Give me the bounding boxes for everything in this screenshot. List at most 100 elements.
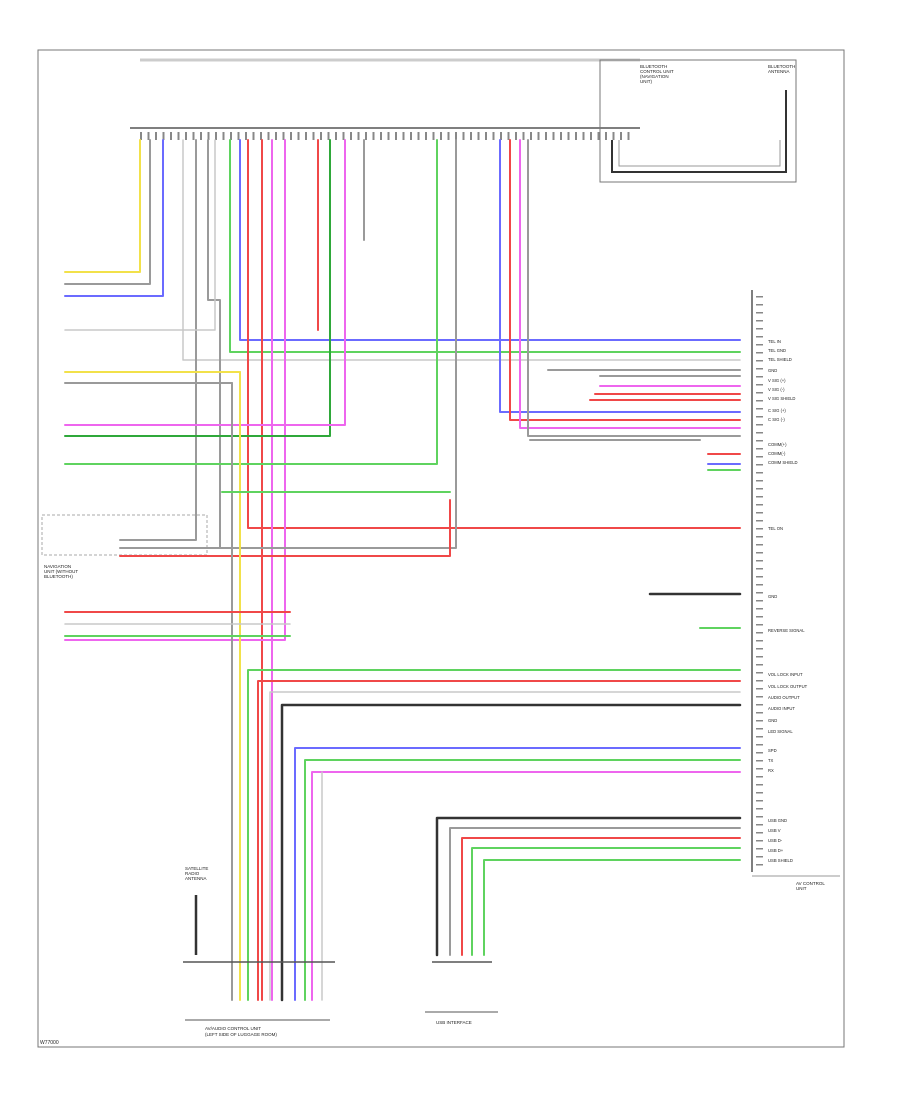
right-pin — [756, 816, 763, 818]
right-pin — [756, 592, 763, 594]
right-pin — [756, 584, 763, 586]
right-pin — [756, 624, 763, 626]
top-pin — [605, 132, 607, 140]
wire-gray — [207, 139, 457, 549]
top-pin — [312, 132, 315, 140]
right-pin — [756, 712, 763, 714]
right-pin-label: C SIG (-) — [768, 417, 785, 422]
bottom-center-component-label: AV/AUDIO CONTROL UNIT(LEFT SIDE OF LUGGA… — [205, 1026, 277, 1037]
right-pin — [756, 400, 763, 402]
top-pin — [245, 132, 247, 140]
right-pin — [756, 312, 763, 314]
right-pin — [756, 560, 763, 562]
top-pin — [560, 132, 562, 140]
right-pin-label: USB GND — [768, 818, 787, 823]
right-pin-label: USB SHIELD — [768, 858, 793, 863]
right-pin-label: USB D- — [768, 838, 783, 843]
right-pin-label: COMM(+) — [768, 442, 787, 447]
top-pin — [462, 132, 465, 140]
top-pin — [500, 132, 502, 140]
top-pin — [597, 132, 600, 140]
wire-green — [304, 759, 741, 1001]
top-pin — [447, 132, 450, 140]
right-pin — [756, 656, 763, 658]
right-pin — [756, 776, 763, 778]
right-pin — [756, 576, 763, 578]
top-pin — [140, 132, 142, 140]
right-pin-label: TEL SHIELD — [768, 357, 792, 362]
top-pin — [552, 132, 555, 140]
right-pin — [756, 352, 763, 354]
right-pin — [756, 768, 763, 770]
right-pin-label: TEL ON — [768, 526, 783, 531]
right-pin — [756, 784, 763, 786]
right-pin-label: VOL LOCK INPUT — [768, 672, 803, 677]
top-pin — [320, 132, 322, 140]
wire-gray — [449, 827, 741, 956]
right-pin — [756, 744, 763, 746]
right-pin — [756, 672, 763, 674]
right-pin — [756, 528, 763, 530]
top-pin — [627, 132, 630, 140]
top-pin — [327, 132, 330, 140]
bluetooth-box — [599, 59, 797, 183]
wire-red — [461, 837, 741, 956]
top-pin — [215, 132, 217, 140]
right-pin — [756, 800, 763, 802]
wire-dark_green — [64, 139, 331, 437]
right-pin-label: REVERSE SIGNAL — [768, 628, 805, 633]
right-pin — [756, 664, 763, 666]
right-pin — [756, 848, 763, 850]
top-pin — [305, 132, 307, 140]
wire-magenta — [64, 139, 346, 426]
right-pin — [756, 472, 763, 474]
top-pin — [402, 132, 405, 140]
top-pin — [357, 132, 360, 140]
right-pin — [756, 696, 763, 698]
right-pin — [756, 376, 763, 378]
right-pin-label: TEL GND — [768, 348, 786, 353]
wire-green — [483, 859, 741, 956]
right-pin — [756, 432, 763, 434]
top-pin — [612, 132, 615, 140]
top-pin — [395, 132, 397, 140]
top-pin — [185, 132, 187, 140]
top-pin — [522, 132, 525, 140]
top-pin — [207, 132, 210, 140]
top-pin — [230, 132, 232, 140]
right-pin — [756, 440, 763, 442]
right-pin — [756, 480, 763, 482]
right-pin — [756, 736, 763, 738]
usb-interface-label: USB INTERFACE — [436, 1020, 472, 1025]
top-pin — [387, 132, 390, 140]
top-pin — [575, 132, 577, 140]
right-pin-label: V SIG (+) — [768, 378, 786, 383]
wire-red — [247, 139, 741, 529]
right-pin — [756, 448, 763, 450]
wire-light_gray — [269, 691, 741, 1001]
diagram-frame — [37, 49, 845, 1048]
top-pin — [365, 132, 367, 140]
right-pin — [756, 792, 763, 794]
top-pin — [455, 132, 457, 140]
top-pin — [477, 132, 480, 140]
right-pin — [756, 544, 763, 546]
wire-gray — [64, 139, 151, 285]
right-pin-label: RX — [768, 768, 774, 773]
top-pin — [192, 132, 195, 140]
top-pin — [515, 132, 517, 140]
right-pin — [756, 840, 763, 842]
right-pin — [756, 808, 763, 810]
right-pin — [756, 344, 763, 346]
right-pin — [756, 688, 763, 690]
wire-gray — [119, 139, 221, 549]
right-pin — [756, 320, 763, 322]
wire-red — [257, 680, 741, 1001]
wire-blue — [239, 139, 741, 341]
wire-blue — [294, 747, 741, 1001]
